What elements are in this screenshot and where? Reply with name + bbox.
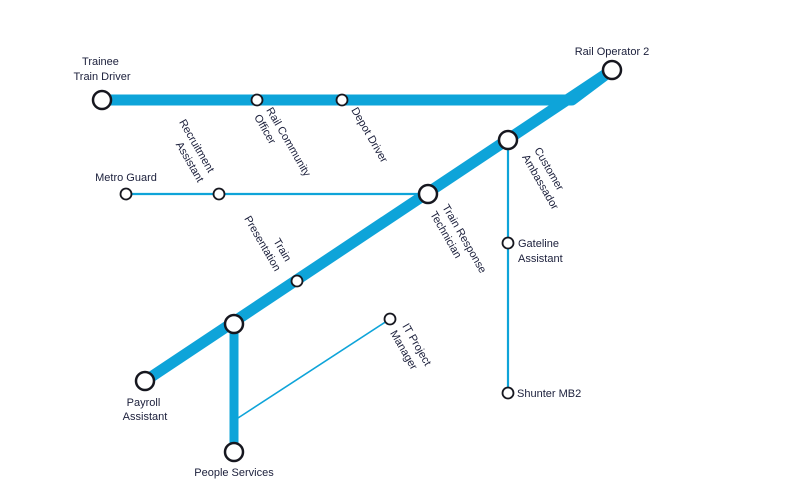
- label-line: Trainee: [82, 56, 119, 68]
- label-recruitment-assistant: Recruitment Assistant: [164, 117, 218, 184]
- label-gateline-assistant: Gateline Assistant: [518, 238, 563, 265]
- label-line: Metro Guard: [95, 172, 157, 184]
- route-it-project-line: [237, 318, 391, 419]
- label-trainee-driver: Trainee Train Driver: [73, 56, 130, 83]
- station-rail-community-officer[interactable]: [250, 93, 264, 107]
- station-shunter-mb2[interactable]: [501, 386, 515, 400]
- station-depot-driver[interactable]: [335, 93, 349, 107]
- label-line: Assistant: [123, 411, 168, 423]
- label-line: Shunter MB2: [517, 388, 581, 400]
- label-rail-operator-2: Rail Operator 2: [575, 46, 650, 58]
- label-rail-community-officer: Rail Community Officer: [251, 106, 314, 189]
- station-labels: Trainee Train Driver Rail Operator 2 Met…: [73, 46, 649, 479]
- label-line: Rail Operator 2: [575, 46, 650, 58]
- label-line: Payroll: [127, 397, 161, 409]
- station-it-project-manager[interactable]: [383, 312, 397, 326]
- route-diagonal-main: [139, 64, 618, 387]
- label-train-response-technician: Train Response Technician: [427, 203, 490, 286]
- station-train-presentation[interactable]: [290, 274, 304, 288]
- label-customer-ambassador: Customer Ambassador: [519, 146, 573, 213]
- label-metro-guard: Metro Guard: [95, 172, 157, 184]
- station-rail-operator-2[interactable]: [601, 59, 623, 81]
- label-line: Depot Driver: [348, 106, 389, 166]
- station-trainee-driver[interactable]: [91, 89, 113, 111]
- station-metro-guard[interactable]: [119, 187, 133, 201]
- route-top-line: [102, 65, 616, 106]
- station-payroll-assistant[interactable]: [134, 370, 156, 392]
- label-depot-driver: Depot Driver: [348, 106, 389, 166]
- station-customer-ambassador[interactable]: [497, 129, 519, 151]
- label-line: Gateline: [518, 238, 559, 250]
- label-shunter-mb2: Shunter MB2: [517, 388, 581, 400]
- station-recruitment-assistant[interactable]: [212, 187, 226, 201]
- label-train-presentation: Train Presentation: [241, 207, 294, 273]
- stations: [91, 59, 623, 463]
- label-line: Assistant: [518, 253, 563, 265]
- station-train-response-technician[interactable]: [417, 183, 439, 205]
- label-it-project-manager: IT Project Manager: [387, 322, 434, 378]
- label-payroll-assistant: Payroll Assistant: [123, 397, 168, 423]
- label-line: Train Driver: [73, 71, 130, 83]
- station-people-services[interactable]: [223, 441, 245, 463]
- station-interchange[interactable]: [223, 313, 245, 335]
- station-gateline-assistant[interactable]: [501, 236, 515, 250]
- label-people-services: People Services: [194, 467, 274, 479]
- label-line: People Services: [194, 467, 274, 479]
